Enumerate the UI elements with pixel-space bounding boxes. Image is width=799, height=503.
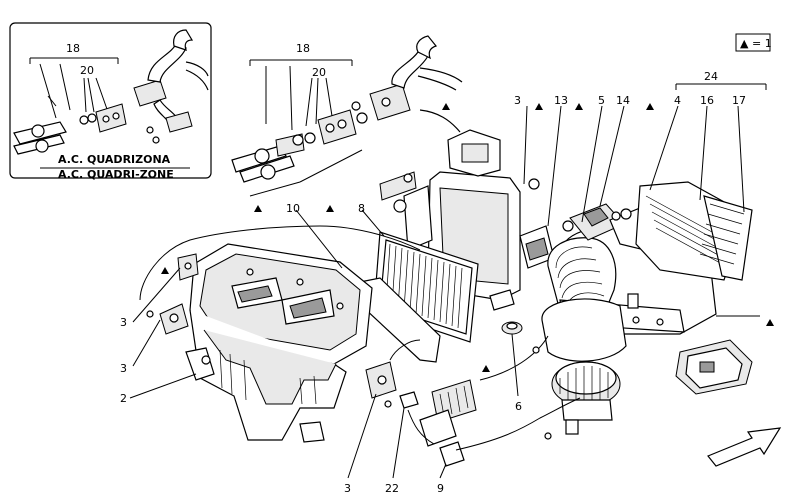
callout-18: 18 <box>296 42 310 55</box>
inset-label-en: A.C. QUADRI-ZONE <box>58 168 174 181</box>
hvac-main-unit <box>185 243 373 443</box>
legend-text: = 1 <box>752 37 772 50</box>
callout-numbers: 18 20 24 3 13 5 14 4 16 17 10 8 3 3 2 6 … <box>120 42 746 495</box>
callout-10: 10 <box>286 202 300 215</box>
callout-24: 24 <box>704 70 718 83</box>
evaporator-core <box>359 231 479 363</box>
callout-5: 5 <box>598 94 605 107</box>
callout-9: 9 <box>437 482 444 495</box>
triangle-markers <box>161 103 774 372</box>
callout-3-bottom: 3 <box>344 482 351 495</box>
control-module <box>675 339 753 395</box>
blower-fan <box>541 298 627 435</box>
inset-quadri-zone: 18 20 A.C. QUADRIZONA A.C. QUADRI-ZONE <box>9 22 212 181</box>
callout-14: 14 <box>616 94 630 107</box>
callout-3-top: 3 <box>514 94 521 107</box>
grommet <box>489 289 540 354</box>
legend-symbol: ▲ <box>740 37 749 50</box>
callout-20: 20 <box>312 66 326 79</box>
leader-lines <box>129 83 767 479</box>
callout-13: 13 <box>554 94 568 107</box>
callout-3-left-b: 3 <box>120 362 127 375</box>
actuator-bottom-and-wiring <box>365 335 581 467</box>
heater-core <box>379 171 417 201</box>
air-filters <box>611 181 753 281</box>
expansion-valve-group <box>231 35 463 197</box>
callout-16: 16 <box>700 94 714 107</box>
inset-label-it: A.C. QUADRIZONA <box>58 153 171 166</box>
legend-box: ▲ = 1 <box>735 33 772 52</box>
callout-3-left-a: 3 <box>120 316 127 329</box>
inset-callout-18: 18 <box>66 42 80 55</box>
callout-8: 8 <box>358 202 365 215</box>
direction-arrow-icon <box>707 427 782 467</box>
callout-22: 22 <box>385 482 399 495</box>
actuators-left <box>139 225 421 335</box>
callout-6: 6 <box>515 400 522 413</box>
callout-17: 17 <box>732 94 746 107</box>
callout-2: 2 <box>120 392 127 405</box>
callout-4: 4 <box>674 94 681 107</box>
inset-callout-20: 20 <box>80 64 94 77</box>
